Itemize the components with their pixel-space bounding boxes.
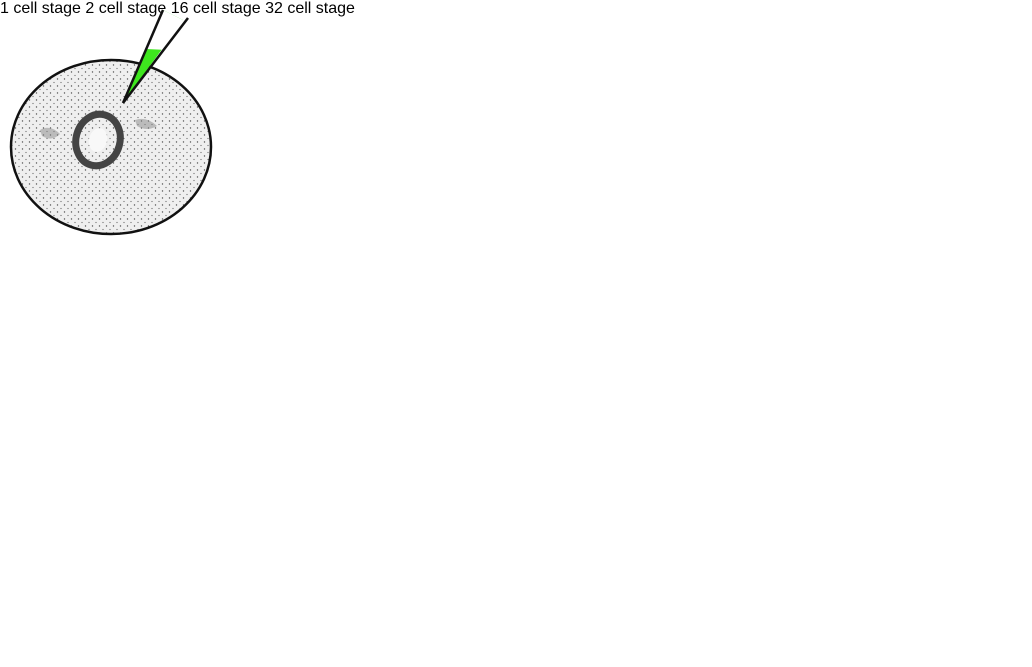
one-cell-embryo <box>11 60 211 234</box>
